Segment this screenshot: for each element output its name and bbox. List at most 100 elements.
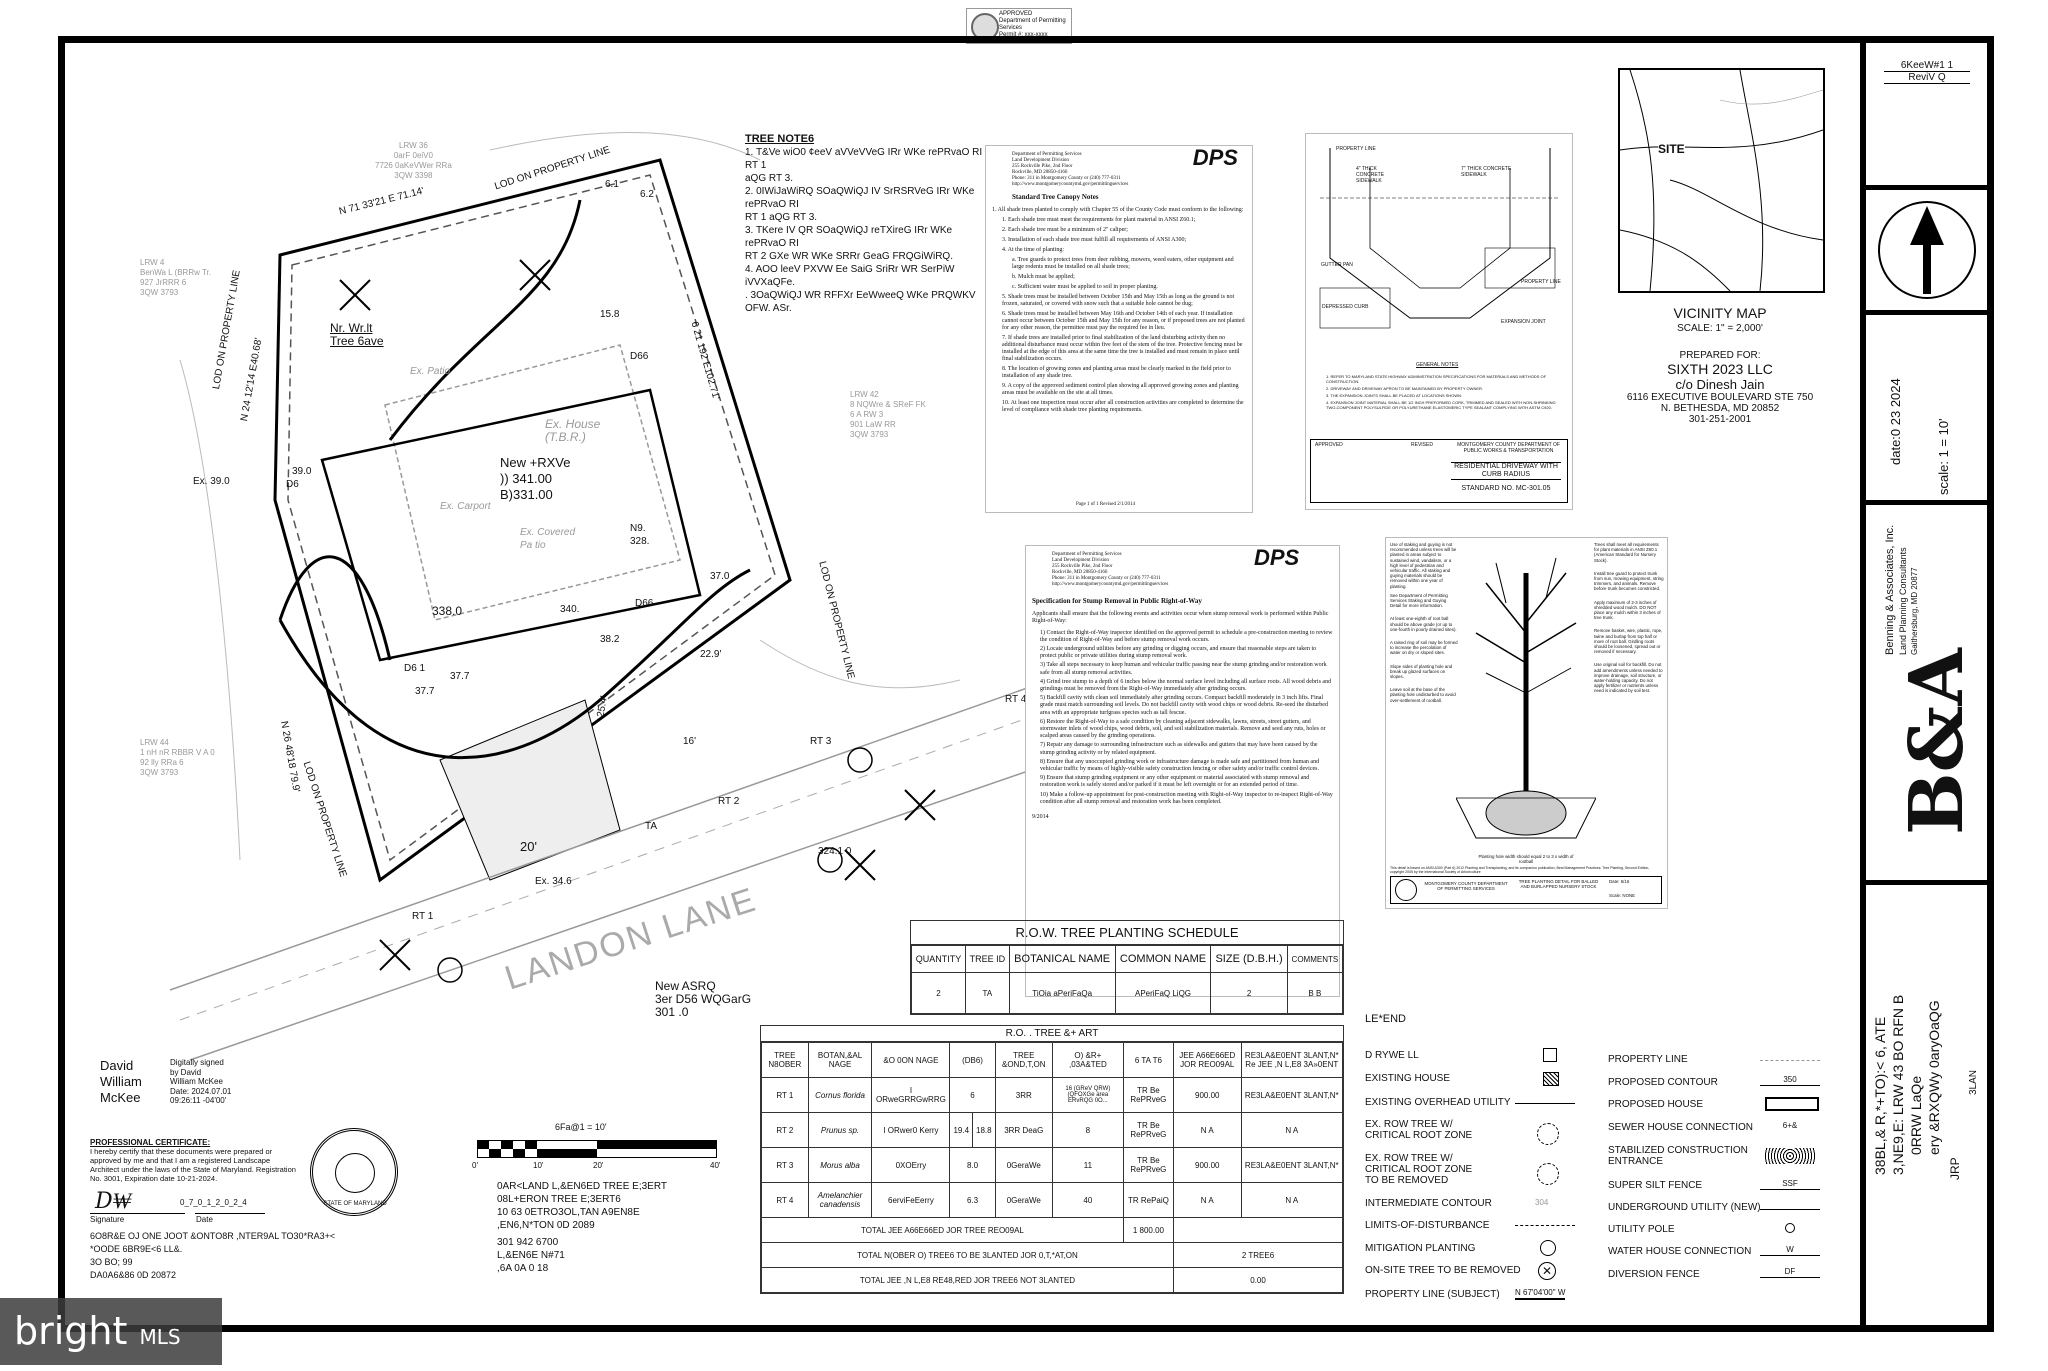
table-cell: RT 2 <box>761 1112 809 1148</box>
neighbor-line: 8 NQWre & SReF FK <box>850 400 926 409</box>
date-line <box>195 1213 265 1214</box>
expert-line: 08L+ERON TREE E;3ERT6 <box>497 1194 621 1205</box>
north-arrow-cell <box>1866 190 1988 315</box>
canopy-item: 3. Installation of each shade tree must … <box>1002 237 1187 243</box>
vicinity-site-label: SITE <box>1658 142 1685 156</box>
designer-footer-line: 6O8R&E OJ ONE JOOT &ONTO8R ,NTER9AL TO30… <box>90 1231 336 1241</box>
stamp-line: APPROVED <box>999 11 1033 17</box>
signature-label: Signature <box>90 1215 125 1224</box>
detail-note: A raised ring of soil may be formed to i… <box>1390 640 1458 656</box>
neighbor-line: LRW 4 <box>140 258 165 267</box>
table-cell: Prunus sp. <box>807 1112 873 1148</box>
stump-item: 9) Ensure that stump grinding equipment … <box>1040 775 1310 789</box>
no-work-label: Nr. Wr.lt Tree 6ave <box>330 322 384 348</box>
signature-detail-line: Date: 2024.07.01 <box>170 1086 232 1096</box>
tree-note-line: RT 1 aQG RT 3. <box>745 212 818 223</box>
spot-label: RT 3 <box>810 736 832 747</box>
stump-item: 10) Make a follow-up appointment for pos… <box>1040 791 1333 805</box>
table-cell: RT 3 <box>761 1147 809 1183</box>
onsite-tree-remove-icon: ✕ <box>1538 1262 1556 1280</box>
canopy-item: 1. All shade trees planted to comply wit… <box>992 207 1244 213</box>
legend-title: LE*END <box>1365 1013 1406 1025</box>
expert-line: 10 63 0ETRO3OL,TAN A9EN8E <box>497 1207 640 1218</box>
canopy-item: 6. Shade trees must be installed between… <box>1002 311 1245 331</box>
street-edge <box>169 679 1051 991</box>
canopy-item: b. Mulch must be applied; <box>1012 274 1075 280</box>
stump-item: 5) Backfill cavity with clean soil immed… <box>1040 695 1328 716</box>
designer-footer-line: 3O BO; 99 <box>90 1257 133 1267</box>
scale-tick: 10' <box>533 1161 544 1170</box>
table-cell <box>1172 1217 1344 1243</box>
table-cell: 8 <box>1051 1112 1124 1148</box>
stamp-line: Permit #: xxx-xxxx <box>999 32 1048 38</box>
scale-bar-segment <box>597 1140 717 1149</box>
stump-header-line: http://www.montgomerycountymd.gov/permit… <box>1052 582 1169 587</box>
new-house-line: )) 341.00 <box>500 471 553 486</box>
detail-titleblock: MONTGOMERY COUNTY DEPARTMENT OF PERMITTI… <box>1390 876 1662 904</box>
project-cell: 38BL,& R,*+TO):< 6, ATE 3,NE9,E: LRW 43 … <box>1866 885 1988 1327</box>
table-row: RT 3 Morus alba 0XOErry 8.0 0GeraWe 11 T… <box>761 1147 1344 1183</box>
canopy-item: 2. Each shade tree must be a minimum of … <box>1002 227 1128 233</box>
table-cell: 900.00 <box>1172 1147 1242 1183</box>
table-cell: I ORwer0 Kerry <box>871 1112 951 1148</box>
legend-item: DIVERSION FENCE <box>1608 1269 1700 1280</box>
driveway-label: PROPERTY LINE <box>1521 279 1561 285</box>
legend-item: SUPER SILT FENCE <box>1608 1180 1703 1191</box>
stump-header: Department of Permitting Services Land D… <box>1052 552 1333 588</box>
driveway-title: RESIDENTIAL DRIVEWAY WITH CURB RADIUS <box>1451 462 1561 480</box>
new-house-label: New +RXVe )) 341.00 B)331.00 <box>500 455 570 503</box>
neighbor-line: BenWa L (BRRw Tr. <box>140 268 211 277</box>
table-total-row: TOTAL JEE ,N L,E8 RE48,RED JOR TREE6 NOT… <box>761 1267 1344 1293</box>
tree-expert-block: 0AR<LAND L,&EN6ED TREE E;3ERT 08L+ERON T… <box>497 1180 667 1275</box>
scale-bar-segment <box>489 1149 501 1158</box>
table-cell: RE3LA&E0ENT 3LANT,N* <box>1240 1147 1344 1183</box>
table-cell: TiOia aPeriFaQa <box>1008 972 1116 1014</box>
revision-label: ReviV Q <box>1884 72 1970 84</box>
ex-house-label: Ex. House (T.B.R.) <box>545 418 600 444</box>
driveway <box>439 699 621 881</box>
ex-house-line: Ex. House <box>545 417 601 431</box>
designer-footer-line: DA0A6&86 0D 20872 <box>90 1270 177 1280</box>
new-drive-label: New ASRQ 3er D56 WQGarG 301 .0 <box>655 980 751 1019</box>
scale-bar-segment <box>513 1149 525 1158</box>
spot-label: RT 1 <box>412 911 434 922</box>
driveway-label: EXPANSION JOINT <box>1501 319 1546 325</box>
revision-cell: 6KeeW#1 1 ReviV Q <box>1866 42 1988 190</box>
legend-item: PROPOSED HOUSE <box>1608 1099 1704 1110</box>
table-cell: N A <box>1240 1182 1344 1218</box>
signature-mark: Ⅾ₩ <box>95 1189 131 1214</box>
row-tree-remove-icon <box>1537 1163 1559 1185</box>
neighbor-line: 7726 0aKeVWer RRa <box>375 161 452 170</box>
legend-item: PROPERTY LINE (SUBJECT) <box>1365 1289 1500 1300</box>
table-header-row: TREE N8OBER BOTAN,&AL NAGE &O 0ON NAGE (… <box>761 1042 1344 1078</box>
project-line: 38BL,& R,*+TO):< 6, ATE <box>1872 1016 1888 1175</box>
driveway-notes-title: GENERAL NOTES <box>1416 362 1459 368</box>
contour-symbol: 304 <box>1535 1198 1549 1207</box>
spot-label: RT 4 <box>1005 694 1027 705</box>
neighbor-line: 927 JrRRR 6 <box>140 278 187 287</box>
scale-bar <box>477 1140 717 1158</box>
scale-bar-label: 6Fa@1 = 10' <box>555 1122 607 1132</box>
tree-note-line: 3. TKere IV QR SOaQWiQJ reTXireG IRr WKe… <box>745 225 953 249</box>
expert-line: ,EN6,N*TON 0D 2089 <box>497 1220 595 1231</box>
driveway-detail-doc: PROPERTY LINE 4" THICK CONCRETE SIDEWALK… <box>1305 133 1573 510</box>
jrp-label-visible: JRP <box>1948 1157 1962 1180</box>
contour-line <box>489 132 761 161</box>
canopy-footer: Page 1 of 1 Revised 2/1/2014 <box>1076 502 1136 507</box>
north-arrow-icon <box>1878 201 1976 299</box>
date-value: 0_7_0_1_2_0_2_4 <box>180 1198 247 1207</box>
spot-label: 328. <box>630 536 650 547</box>
revised-label: REVISED <box>1411 442 1433 448</box>
signer-name-line: McKee <box>100 1090 141 1105</box>
stump-item: 1) Contact the Right-of-Way inspector id… <box>1040 629 1333 643</box>
title-block-divider <box>1860 42 1866 1327</box>
spot-label: Ex. 39.0 <box>193 476 230 487</box>
stump-title: Specification for Stump Removal in Publi… <box>1032 597 1202 605</box>
signature-detail-line: by David <box>170 1067 202 1077</box>
table-cell: N A <box>1172 1112 1242 1148</box>
neighbor-label: LRW 36 0arF 0eiV0 7726 0aKeVWer RRa 3QW … <box>375 141 452 181</box>
project-line: 3,NE9,E: LRW 43 BO RFN B <box>1890 994 1906 1175</box>
table-header: COMMON NAME <box>1114 945 1212 973</box>
detail-seal-icon <box>1395 879 1417 901</box>
signature-detail-line: 09:26:11 -04'00' <box>170 1096 227 1105</box>
